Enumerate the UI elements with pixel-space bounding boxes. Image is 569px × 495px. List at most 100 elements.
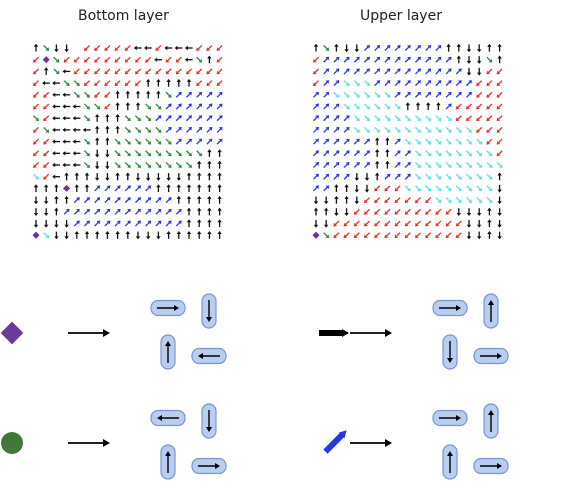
spin-arrow <box>94 197 101 204</box>
spin-arrow <box>105 113 110 122</box>
spin-arrow <box>206 80 213 87</box>
spin-arrow <box>175 161 182 168</box>
spin-arrow <box>216 80 223 87</box>
spin-arrow <box>135 90 141 99</box>
spin-arrow <box>175 126 182 133</box>
spin-arrow <box>486 103 493 110</box>
spin-arrow <box>83 91 90 98</box>
spin-arrow <box>476 185 483 192</box>
spin-arrow <box>72 104 81 109</box>
spin-pill <box>442 334 458 370</box>
spin-arrow <box>114 185 121 192</box>
spin-arrow <box>216 56 223 63</box>
spin-arrow <box>445 185 452 192</box>
spin-arrow <box>334 43 339 52</box>
spin-pill <box>483 403 499 439</box>
spin-arrow <box>207 149 212 157</box>
spin-arrow <box>333 68 340 75</box>
spin-arrow <box>84 56 91 63</box>
spin-arrow <box>353 208 360 215</box>
spin-arrow <box>334 184 339 192</box>
spin-arrow <box>105 161 110 170</box>
spin-arrow <box>186 68 193 75</box>
spin-arrow <box>185 150 192 157</box>
spin-arrow <box>374 137 380 146</box>
spin-arrow <box>455 68 462 75</box>
spin-arrow <box>455 138 462 145</box>
spin-arrow <box>43 115 50 122</box>
spin-arrow <box>83 103 90 110</box>
spin-arrow <box>486 115 493 122</box>
spin-arrow <box>216 91 223 98</box>
spin-arrow <box>414 138 421 145</box>
spin-arrow <box>124 126 131 133</box>
spin-arrow <box>343 150 350 157</box>
spin-arrow <box>115 102 120 111</box>
spin-arrow <box>64 231 69 240</box>
spin-arrow <box>114 161 121 168</box>
spin-arrow <box>145 150 152 157</box>
spin-arrow <box>43 126 50 133</box>
spin-arrow <box>207 195 212 204</box>
spin-arrow <box>33 138 40 145</box>
spin-arrow <box>44 208 49 217</box>
spin-arrow <box>114 197 121 204</box>
spin-arrow <box>145 68 152 75</box>
spin-arrow <box>496 91 503 98</box>
spin-arrow <box>394 126 401 133</box>
spin-arrow <box>343 162 350 169</box>
spin-arrow <box>134 150 141 157</box>
spin-arrow <box>62 127 71 133</box>
spin-arrow <box>196 126 203 133</box>
spin-arrow <box>445 138 452 145</box>
spin-arrow <box>105 149 110 158</box>
spin-arrow <box>455 150 462 157</box>
spin-arrow <box>456 208 462 217</box>
spin-arrow <box>455 173 462 180</box>
spin-arrow <box>404 185 411 192</box>
spin-arrow <box>124 80 131 87</box>
spin-arrow <box>374 126 381 133</box>
bottom-layer-title: Bottom layer <box>78 8 169 24</box>
spin-arrow <box>165 150 172 157</box>
spin-arrow <box>385 160 390 169</box>
spin-arrow <box>196 230 202 239</box>
spin-arrow <box>44 219 49 228</box>
spin-arrow <box>196 184 202 192</box>
spin-arrow <box>114 68 121 75</box>
spin-arrow <box>217 219 222 228</box>
spin-arrow <box>145 56 152 63</box>
spin-arrow <box>206 44 213 51</box>
spin-arrow <box>425 138 432 145</box>
spin-arrow <box>33 43 39 52</box>
spin-arrow <box>33 196 39 205</box>
spin-arrow <box>33 103 40 110</box>
spin-arrow <box>363 45 370 52</box>
spin-arrow <box>404 80 411 87</box>
spin-arrow <box>333 103 340 110</box>
spin-arrow <box>324 196 329 205</box>
spin-arrow <box>73 56 80 63</box>
spin-arrow <box>175 91 182 98</box>
spin-arrow <box>156 231 161 240</box>
spin-arrow <box>323 68 330 75</box>
spin-arrow <box>33 219 39 228</box>
spin-arrow <box>175 138 182 145</box>
spin-arrow <box>425 161 432 168</box>
spin-arrow <box>94 113 100 122</box>
spin-arrow <box>374 185 381 192</box>
spin-arrow <box>156 173 161 181</box>
spin-arrow <box>364 232 371 239</box>
spin-arrow <box>165 220 172 227</box>
spin-arrow <box>43 138 50 145</box>
spin-arrow <box>64 219 69 228</box>
spin-arrow <box>155 115 162 122</box>
spin-arrow <box>323 56 330 63</box>
spin-arrow <box>445 197 452 204</box>
spin-arrow <box>73 80 80 87</box>
spin-arrow <box>115 125 120 134</box>
purple-diamond-site <box>312 231 320 239</box>
spin-arrow <box>384 197 391 204</box>
spin-arrow <box>445 68 452 75</box>
spin-arrow <box>72 116 81 121</box>
